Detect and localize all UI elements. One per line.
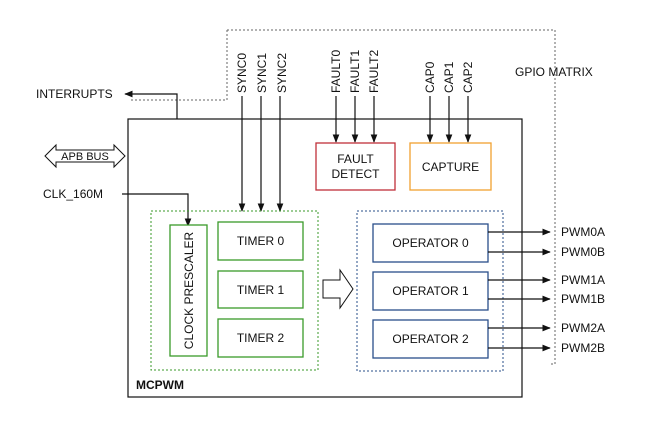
capture-label: CAPTURE (422, 160, 479, 174)
cap0-label: CAP0 (423, 61, 437, 93)
sync0-label: SYNC0 (235, 53, 249, 93)
apb-bus-arrow (44, 143, 126, 169)
operator1-box (372, 271, 489, 311)
pwm0a-label: PWM0A (561, 225, 605, 239)
clock-prescaler-box (169, 224, 208, 357)
timer-to-operator-arrow (322, 268, 354, 310)
operator0-label: OPERATOR 0 (392, 236, 469, 250)
operator-group-outline (356, 210, 504, 372)
gpio-matrix-outline (130, 29, 556, 365)
fault0-label: FAULT0 (329, 50, 343, 93)
pwm0b-label: PWM0B (561, 245, 605, 259)
pwm2b-label: PWM2B (561, 341, 605, 355)
apb-bus-label: APB BUS (61, 151, 109, 163)
interrupts-label: INTERRUPTS (36, 87, 113, 101)
interrupts-arrow (124, 90, 178, 119)
pwm2a-label: PWM2A (561, 321, 605, 335)
timer2-label: TIMER 2 (237, 331, 285, 345)
timer1-box (217, 270, 304, 309)
sync1-label: SYNC1 (255, 53, 269, 93)
clock-prescaler-label: CLOCK PRESCALER (182, 231, 196, 349)
sync2-label: SYNC2 (275, 53, 289, 93)
timer1-label: TIMER 1 (237, 283, 285, 297)
operator1-label: OPERATOR 1 (392, 284, 469, 298)
operator2-box (372, 319, 489, 359)
timer0-box (217, 221, 304, 261)
fault-detect-box (315, 142, 396, 191)
fault-detect-label-line2: DETECT (332, 167, 381, 181)
pwm1b-label: PWM1B (561, 292, 605, 306)
mcpwm-box (127, 118, 523, 398)
timer2-box (217, 318, 304, 358)
fault1-label: FAULT1 (348, 50, 362, 93)
cap1-label: CAP1 (442, 61, 456, 93)
fault2-label: FAULT2 (367, 50, 381, 93)
fault-detect-label-line1: FAULT (337, 152, 374, 166)
operator0-box (372, 223, 489, 263)
operator2-label: OPERATOR 2 (392, 332, 469, 346)
clk-label: CLK_160M (43, 187, 103, 201)
capture-box (409, 142, 492, 191)
cap2-label: CAP2 (461, 61, 475, 93)
gpio-matrix-label: GPIO MATRIX (515, 65, 593, 79)
timer0-label: TIMER 0 (237, 234, 285, 248)
mcpwm-label: MCPWM (136, 378, 184, 392)
timer-group-outline (150, 210, 319, 371)
clk-arrow (122, 193, 192, 227)
pwm1a-label: PWM1A (561, 273, 605, 287)
